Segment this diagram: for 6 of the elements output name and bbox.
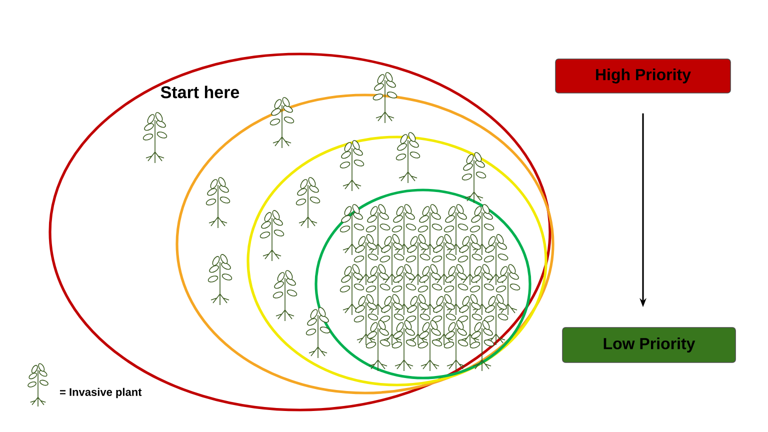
priority-box: High Priority — [555, 58, 731, 94]
legend-text: = Invasive plant — [60, 388, 142, 398]
ring-ellipse — [314, 188, 532, 380]
heading: Start here — [160, 86, 240, 98]
priority-box: Low Priority — [562, 327, 736, 363]
ring-ellipse — [246, 136, 548, 386]
